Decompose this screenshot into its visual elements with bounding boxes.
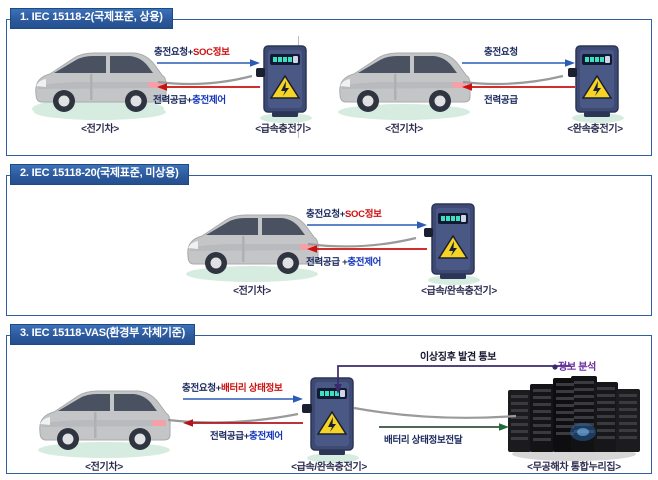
flow-arrow-s3-to-portal <box>379 423 509 431</box>
section-iec-15118-20: 2. IEC 15118-20(국제표준, 미상용) <box>6 164 652 316</box>
portal-cable-s3 <box>353 406 517 419</box>
charging-cable-s3 <box>167 412 299 424</box>
label-slow-charger: <완속충전기> <box>567 124 623 135</box>
flow-label-s1b-top: 충전요청 <box>484 47 518 58</box>
electric-car-right <box>334 42 474 120</box>
section-iec-15118-vas: 3. IEC 15118-VAS(환경부 자체기준) <box>6 324 652 474</box>
section-iec-15118-2: 1. IEC 15118-2(국제표준, 상용) <box>6 8 652 156</box>
charging-cable-right <box>462 74 564 86</box>
analysis-connector-dot <box>552 364 558 370</box>
electric-car-s3 <box>34 380 174 458</box>
fast-charger-left <box>256 42 312 123</box>
electric-car-icon <box>186 214 319 282</box>
flow-label-s1a-bottom: 전력공급+충전제어 <box>153 95 226 106</box>
label-both-charger-s2: <급속/완속충전기> <box>421 286 497 297</box>
flow-label-s3-bottom: 전력공급+충전제어 <box>210 431 283 442</box>
flow-arrow-s1a-right <box>157 59 260 67</box>
label-ev-s2: <전기차> <box>233 286 271 297</box>
ev-charger-icon <box>424 203 480 285</box>
charging-cable-s2 <box>307 236 417 248</box>
label-ev-left: <전기차> <box>81 124 119 135</box>
label-fast-charger: <급속충전기> <box>255 124 311 135</box>
section-title-text: 3. IEC 15118-VAS(환경부 자체기준) <box>20 327 186 339</box>
flow-arrow-s1a-left <box>157 83 260 91</box>
label-ev-s3: <전기차> <box>85 462 123 473</box>
ev-charger-icon <box>568 45 624 123</box>
server-rack-portal <box>504 370 644 461</box>
electric-car-icon <box>38 390 171 458</box>
section-title-text: 1. IEC 15118-2(국제표준, 상용) <box>20 11 163 23</box>
flow-arrow-s2-right <box>307 221 427 229</box>
section-title-text: 2. IEC 15118-20(국제표준, 미상용) <box>20 167 179 179</box>
section-title-3: 3. IEC 15118-VAS(환경부 자체기준) <box>10 324 196 345</box>
section-title-1: 1. IEC 15118-2(국제표준, 상용) <box>10 8 173 29</box>
flow-label-s3-analysis: 정보 분석 <box>558 362 597 373</box>
slow-charger-right <box>568 42 624 123</box>
both-charger-s2 <box>424 200 480 285</box>
flow-arrow-s1b-right <box>462 59 575 67</box>
ev-charger-icon <box>256 45 312 123</box>
charging-cable-left <box>157 74 253 86</box>
flow-label-s2-top: 충전요청+SOC정보 <box>306 209 382 220</box>
label-ev-right: <전기차> <box>385 124 423 135</box>
label-portal: <무공해차 통합누리집> <box>527 462 621 473</box>
flow-arrow-s1b-left <box>462 83 575 91</box>
flow-label-s2-bottom: 전력공급 +충전제어 <box>306 257 382 268</box>
electric-car-s2 <box>182 204 322 282</box>
electric-car-icon <box>338 52 471 120</box>
server-rack-icon <box>508 376 640 461</box>
both-charger-s3 <box>302 374 359 463</box>
flow-label-s3-alert: 이상징후 발견 통보 <box>420 352 497 363</box>
flow-arrow-s2-left <box>307 245 427 253</box>
ev-charger-icon <box>302 377 359 463</box>
electric-car-left <box>30 42 170 120</box>
section-body-3: <전기차> <급속/완 <box>6 336 652 474</box>
flow-label-s1a-top: 충전요청+SOC정보 <box>154 47 230 58</box>
flow-arrow-s3-left <box>183 419 303 427</box>
flow-label-s1b-bottom: 전력공급 <box>484 95 518 106</box>
section-body-2: <전기차> <급속/완속충전기> <box>6 176 652 316</box>
flow-arrow-s3-right <box>183 395 303 403</box>
flow-label-s3-portal: 배터리 상태정보전달 <box>384 435 463 446</box>
electric-car-icon <box>34 52 167 120</box>
flow-label-s3-top: 충전요청+배터리 상태정보 <box>182 383 283 394</box>
flow-arrow-s3-alert <box>334 365 571 394</box>
section-body-1: <전기차> <급속충전 <box>6 20 652 156</box>
section-title-2: 2. IEC 15118-20(국제표준, 미상용) <box>10 164 189 185</box>
label-both-charger-s3: <급속/완속충전기> <box>291 462 367 473</box>
